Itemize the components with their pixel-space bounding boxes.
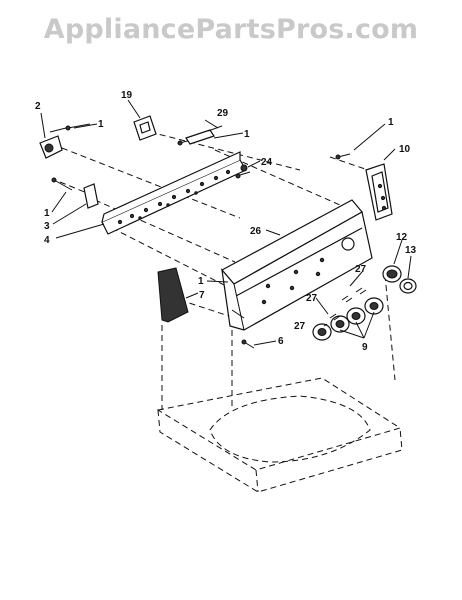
part-13-knob — [399, 278, 417, 294]
callout-26: 26 — [250, 226, 262, 237]
callout-19: 19 — [121, 90, 133, 101]
callout-27-c: 27 — [294, 321, 306, 332]
part-19-bracket — [127, 99, 157, 141]
part-29-clip — [185, 125, 223, 145]
part-3-clip — [83, 183, 99, 209]
callout-2: 2 — [35, 101, 41, 112]
callout-29: 29 — [217, 108, 229, 119]
part-12-knob — [382, 265, 402, 283]
part-2-bracket — [39, 112, 67, 159]
part-7-side-panel — [157, 267, 189, 323]
callout-24: 24 — [261, 157, 273, 168]
callout-1-e: 1 — [198, 276, 204, 287]
part-9-knobs — [312, 297, 384, 341]
leader-lines — [51, 119, 412, 346]
callout-1-d: 1 — [44, 208, 50, 219]
cabinet-top-outline — [156, 377, 403, 493]
callout-9: 9 — [362, 342, 368, 353]
callout-12: 12 — [396, 232, 408, 243]
part-6-screw — [241, 339, 255, 349]
callout-7: 7 — [199, 290, 205, 301]
callout-labels: 1 2 19 29 1 24 1 10 1 3 4 26 12 13 27 1 … — [35, 90, 417, 353]
watermark-text: AppliancePartsPros.com — [43, 14, 419, 45]
callout-10: 10 — [399, 144, 411, 155]
callout-13: 13 — [405, 245, 417, 256]
part-26-console — [221, 199, 373, 331]
part-10-end-cap — [365, 163, 393, 221]
callout-27-a: 27 — [355, 264, 367, 275]
part-27-clips — [329, 287, 367, 321]
callout-1-a: 1 — [98, 119, 104, 130]
callout-1-c: 1 — [388, 117, 394, 128]
part-4-control-rail — [101, 151, 247, 235]
callout-27-b: 27 — [306, 293, 318, 304]
callout-6: 6 — [278, 336, 284, 347]
callout-4: 4 — [44, 235, 50, 246]
callout-3: 3 — [44, 221, 50, 232]
part-24-nut — [240, 164, 248, 172]
callout-1-b: 1 — [244, 129, 250, 140]
